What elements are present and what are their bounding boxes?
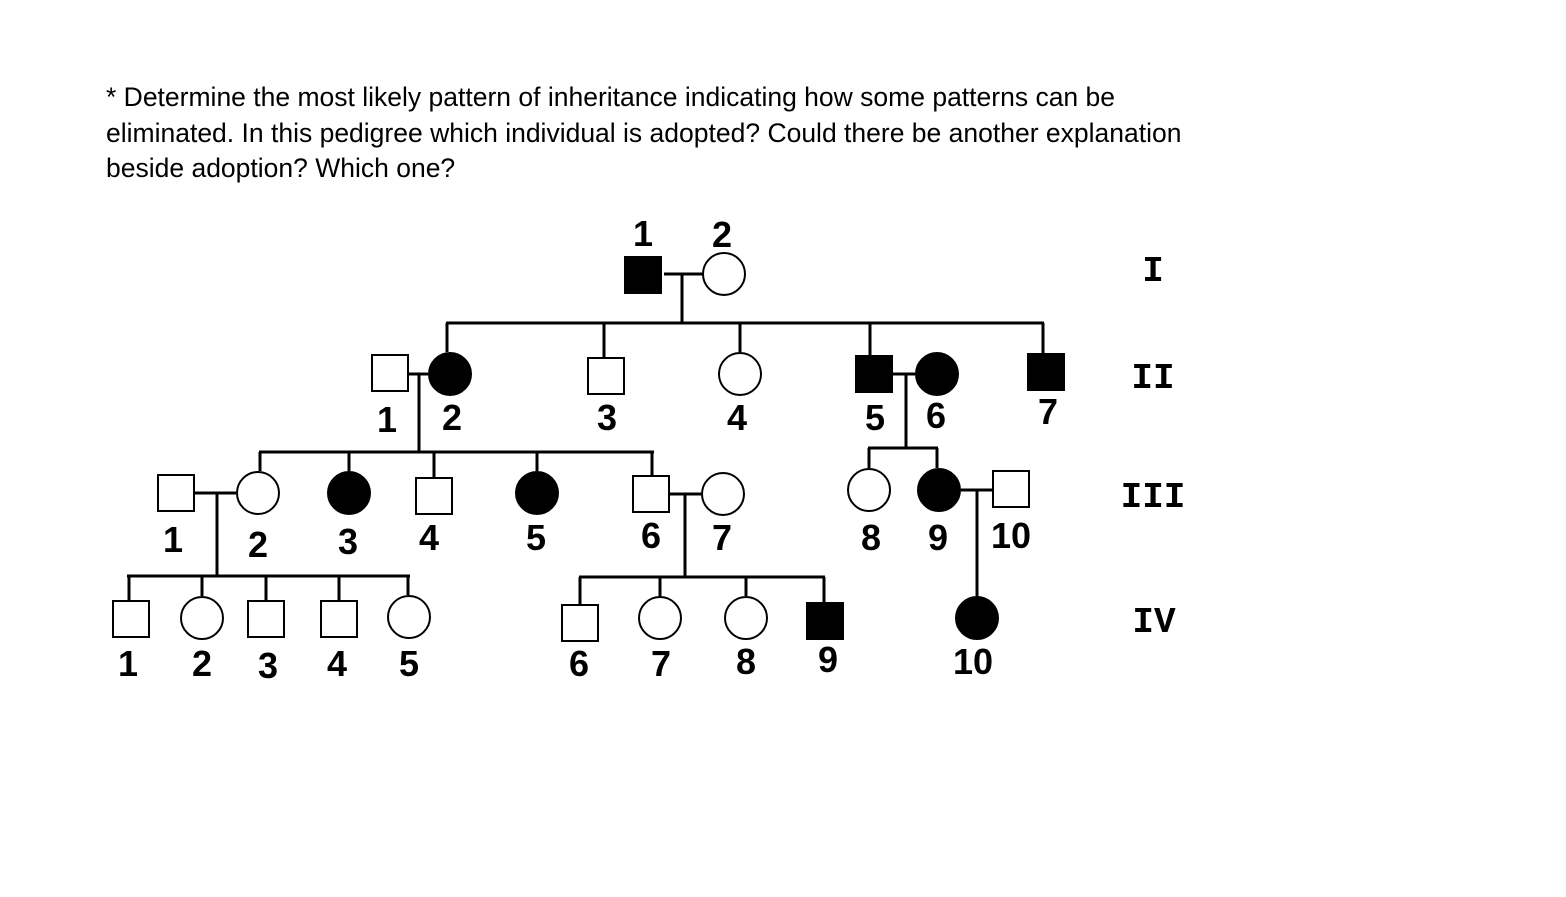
individual-number-label: 3 — [597, 397, 617, 438]
unaffected-male-square — [371, 354, 409, 392]
individual-number-label: 10 — [953, 641, 993, 682]
individual-number-label: 7 — [1038, 391, 1058, 432]
individual-III-4: 4 — [415, 477, 453, 558]
individual-number-label: 1 — [163, 519, 183, 560]
individual-number-label: 2 — [442, 397, 462, 438]
generation-label: IV — [1132, 602, 1176, 643]
question-line: beside adoption? Which one? — [106, 153, 456, 183]
individual-number-label: 3 — [258, 645, 278, 686]
individual-III-1: 1 — [157, 474, 195, 560]
individual-number-label: 4 — [327, 643, 347, 684]
affected-female-circle — [915, 352, 959, 396]
individual-IV-3: 3 — [247, 600, 285, 686]
individual-number-label: 1 — [118, 643, 138, 684]
individual-III-5: 5 — [515, 471, 559, 558]
affected-male-square — [1027, 353, 1065, 391]
unaffected-female-circle — [180, 596, 224, 640]
individual-II-4: 4 — [718, 352, 762, 438]
generation-label: II — [1131, 358, 1174, 399]
individual-number-label: 9 — [818, 639, 838, 680]
individual-number-label: 6 — [641, 515, 661, 556]
individual-II-3: 3 — [587, 357, 625, 438]
unaffected-female-circle — [387, 595, 431, 639]
individual-II-2: 2 — [428, 352, 472, 438]
individual-number-label: 2 — [192, 643, 212, 684]
unaffected-female-circle — [847, 468, 891, 512]
individual-number-label: 4 — [419, 517, 439, 558]
unaffected-male-square — [157, 474, 195, 512]
individual-III-8: 8 — [847, 468, 891, 558]
unaffected-male-square — [587, 357, 625, 395]
generation-label: I — [1142, 251, 1164, 292]
individual-number-label: 2 — [248, 524, 268, 565]
unaffected-female-circle — [236, 471, 280, 515]
question-line: eliminated. In this pedigree which indiv… — [106, 117, 1182, 148]
unaffected-male-square — [247, 600, 285, 638]
individual-number-label: 5 — [865, 397, 885, 438]
individual-number-label: 1 — [377, 399, 397, 440]
individual-IV-5: 5 — [387, 595, 431, 684]
individual-III-2: 2 — [236, 471, 280, 565]
individual-I-2: 2 — [702, 214, 746, 296]
affected-female-circle — [955, 596, 999, 640]
individual-IV-1: 1 — [112, 600, 150, 684]
individual-IV-10: 10 — [953, 596, 999, 682]
individual-number-label: 6 — [569, 643, 589, 684]
individual-number-label: 6 — [926, 395, 946, 436]
unaffected-male-square — [561, 604, 599, 642]
affected-female-circle — [428, 352, 472, 396]
individual-III-9: 9 — [917, 468, 961, 558]
individual-number-label: 8 — [861, 517, 881, 558]
affected-male-square — [624, 256, 662, 294]
unaffected-female-circle — [701, 472, 745, 516]
unaffected-male-square — [320, 600, 358, 638]
individual-number-label: 4 — [727, 397, 747, 438]
individual-number-label: 2 — [712, 214, 732, 255]
individual-number-label: 7 — [651, 643, 671, 684]
individual-number-label: 3 — [338, 521, 358, 562]
individual-number-label: 8 — [736, 641, 756, 682]
generation-labels: I II III IV — [1121, 251, 1186, 643]
affected-female-circle — [917, 468, 961, 512]
unaffected-female-circle — [724, 596, 768, 640]
unaffected-female-circle — [702, 252, 746, 296]
individual-II-5: 5 — [855, 355, 893, 438]
individual-number-label: 7 — [712, 517, 732, 558]
individual-number-label: 5 — [399, 643, 419, 684]
individual-IV-7: 7 — [638, 596, 682, 684]
individual-IV-8: 8 — [724, 596, 768, 682]
individual-IV-6: 6 — [561, 604, 599, 684]
affected-female-circle — [515, 471, 559, 515]
individual-number-label: 5 — [526, 517, 546, 558]
unaffected-male-square — [112, 600, 150, 638]
unaffected-female-circle — [638, 596, 682, 640]
affected-male-square — [806, 602, 844, 640]
unaffected-male-square — [415, 477, 453, 515]
individual-III-3: 3 — [327, 471, 371, 562]
connector-lines — [127, 272, 1045, 605]
individual-III-10: 10 — [991, 470, 1031, 556]
individual-II-1: 1 — [371, 354, 409, 440]
individual-II-7: 7 — [1027, 353, 1065, 432]
unaffected-female-circle — [718, 352, 762, 396]
affected-female-circle — [327, 471, 371, 515]
affected-male-square — [855, 355, 893, 393]
generation-label: III — [1121, 477, 1186, 518]
individual-I-1: 1 — [624, 213, 662, 294]
individual-III-6: 6 — [632, 475, 670, 556]
question-text: * Determine the most likely pattern of i… — [106, 80, 1406, 187]
individual-II-6: 6 — [915, 352, 959, 436]
question-line: * Determine the most likely pattern of i… — [106, 82, 1116, 112]
individual-number-label: 10 — [991, 515, 1031, 556]
individual-number-label: 1 — [633, 213, 653, 254]
unaffected-male-square — [632, 475, 670, 513]
individual-III-7: 7 — [701, 472, 745, 558]
individual-number-label: 9 — [928, 517, 948, 558]
individual-IV-4: 4 — [320, 600, 358, 684]
unaffected-male-square — [992, 470, 1030, 508]
individual-IV-9: 9 — [806, 602, 844, 680]
individual-IV-2: 2 — [180, 596, 224, 684]
